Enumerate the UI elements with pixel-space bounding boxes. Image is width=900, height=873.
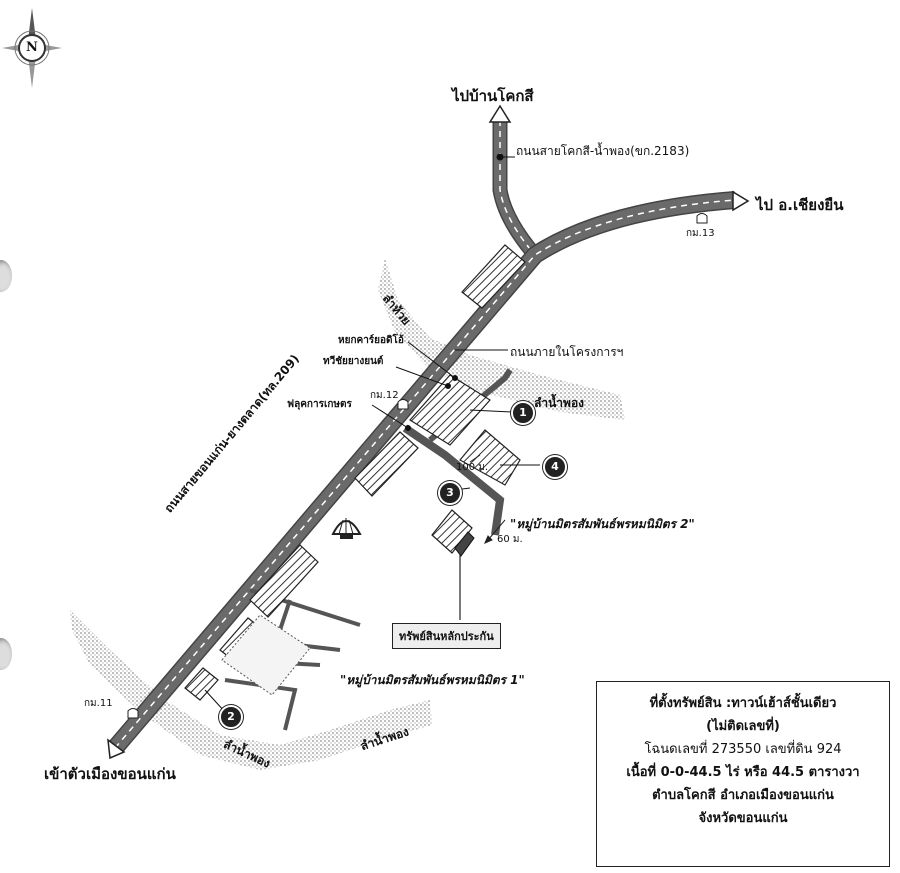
label-tire-shop-2: ทวีชัยยางยนต์ — [323, 356, 384, 367]
marker-2: 2 — [219, 705, 243, 729]
waterway-upper — [378, 258, 625, 420]
marker-4: 4 — [543, 455, 567, 479]
info-line-5: ตำบลโคกสี อำเภอเมืองขอนแก่น — [652, 788, 834, 803]
km-13: กม.13 — [686, 228, 715, 239]
main-highway — [107, 190, 750, 760]
label-to-khon-kaen: เข้าตัวเมืองขอนแก่น — [44, 765, 176, 783]
info-line-1: ที่ตั้งทรัพย์สิน :ทาวน์เฮ้าส์ชั้นเดียว — [649, 696, 837, 711]
info-line-4: เนื้อที่ 0-0-44.5 ไร่ หรือ 44.5 ตารางวา — [626, 765, 860, 780]
distance-100m: 100 ม. — [456, 462, 489, 473]
shell-logo-icon — [331, 518, 362, 539]
waterway-lower — [70, 610, 432, 770]
waterway-nam-phong-1: ลำน้ำพอง — [534, 396, 585, 410]
label-village-2: "หมู่บ้านมิตรสัมพันธ์พรหมนิมิตร 2" — [510, 517, 695, 531]
label-village-1: "หมู่บ้านมิตรสัมพันธ์พรหมนิมิตร 1" — [340, 673, 525, 687]
marker-1: 1 — [511, 401, 535, 425]
km-marker-icons — [127, 213, 708, 719]
label-collateral: ทรัพย์สินหลักประกัน — [392, 623, 501, 649]
marker-3: 3 — [438, 481, 462, 505]
km-12: กม.12 — [370, 390, 399, 401]
label-internal-road: ถนนภายในโครงการฯ — [510, 345, 624, 359]
north-compass-icon — [2, 8, 62, 88]
collateral-unit — [454, 531, 475, 620]
label-to-kok-si: ไปบ้านโคกสี — [452, 87, 534, 105]
village-1-block — [221, 614, 311, 696]
km-11: กม.11 — [84, 698, 113, 709]
property-info-box: ที่ตั้งทรัพย์สิน :ทาวน์เฮ้าส์ชั้นเดียว (… — [596, 681, 890, 867]
label-to-chiang-yuen: ไป อ.เชียงยืน — [756, 196, 844, 214]
compass-letter: N — [26, 40, 38, 55]
info-line-2: (ไม่ติดเลขที่) — [706, 719, 780, 734]
info-line-3: โฉนดเลขที่ 273550 เลขที่ดิน 924 — [644, 742, 842, 757]
building-blocks — [184, 244, 526, 701]
kok-si-road — [488, 104, 541, 260]
distance-arrows — [469, 454, 506, 544]
info-line-6: จังหวัดขอนแก่น — [698, 811, 788, 826]
binder-hole-top — [0, 260, 12, 292]
label-tire-shop-1: หยกคาร์ยอดิโอ้ — [338, 335, 404, 346]
label-farm-shop: ฟลุคการเกษตร — [287, 399, 352, 410]
binder-hole-bottom — [0, 638, 12, 670]
distance-60m: 60 ม. — [497, 534, 523, 545]
leader-lines — [204, 341, 540, 713]
label-kok-si-road: ถนนสายโคกสี-น้ำพอง(ขก.2183) — [516, 144, 690, 158]
